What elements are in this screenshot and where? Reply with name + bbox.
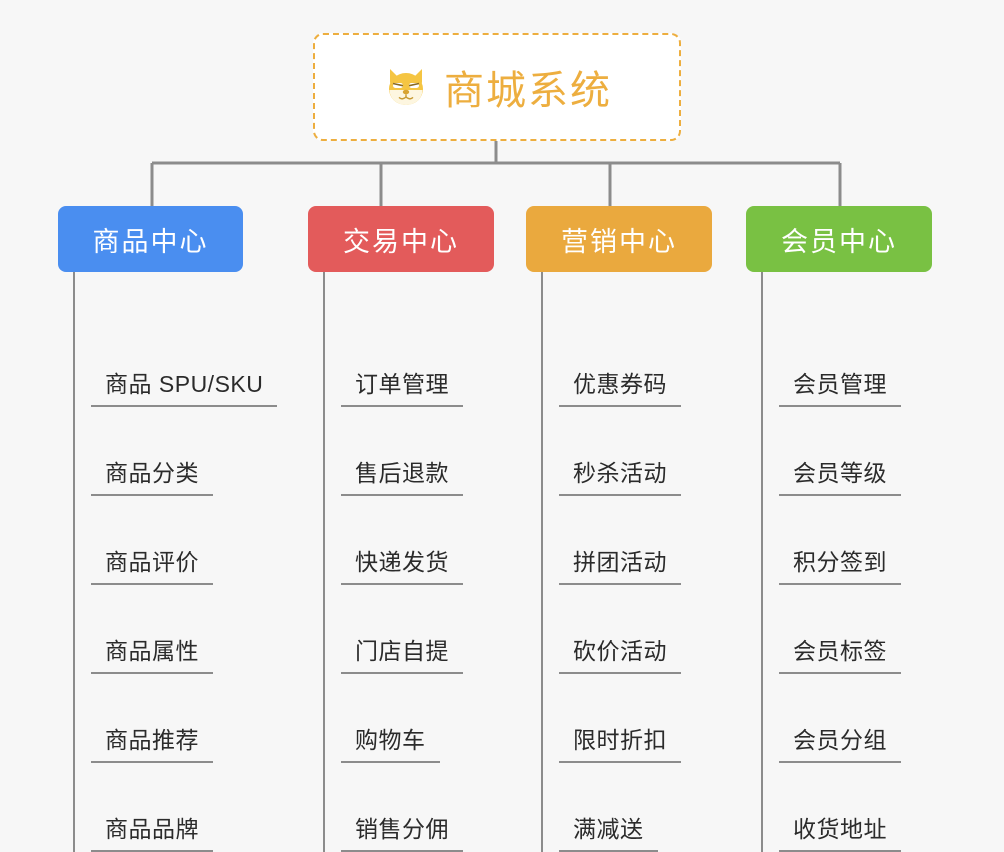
list-item[interactable]: 积分签到 xyxy=(761,496,932,585)
list-item[interactable]: 收货地址 xyxy=(761,763,932,852)
list-item-label: 会员管理 xyxy=(779,365,901,407)
list-item-label: 会员等级 xyxy=(779,454,901,496)
root-node[interactable]: 商城系统 xyxy=(313,33,681,141)
list-item[interactable]: 满减送 xyxy=(541,763,712,852)
list-item-label: 优惠券码 xyxy=(559,365,681,407)
list-item-label: 满减送 xyxy=(559,810,658,852)
branch-column-product-center: 商品中心 商品 SPU/SKU 商品分类 商品评价 商品属性 商品推荐 商品品牌 xyxy=(58,206,288,852)
list-item[interactable]: 会员等级 xyxy=(761,407,932,496)
list-item[interactable]: 会员分组 xyxy=(761,674,932,763)
list-item[interactable]: 限时折扣 xyxy=(541,674,712,763)
dog-face-emoji-icon xyxy=(382,63,430,111)
list-item[interactable]: 会员标签 xyxy=(761,585,932,674)
list-item-label: 限时折扣 xyxy=(559,721,681,763)
list-item-label: 商品属性 xyxy=(91,632,213,674)
branch-header-label: 交易中心 xyxy=(343,226,459,257)
branch-item-list: 优惠券码 秒杀活动 拼团活动 砍价活动 限时折扣 满减送 xyxy=(526,272,712,852)
list-item-label: 商品推荐 xyxy=(91,721,213,763)
branch-header-marketing-center[interactable]: 营销中心 xyxy=(526,206,712,272)
branch-column-trade-center: 交易中心 订单管理 售后退款 快递发货 门店自提 购物车 销售分佣 xyxy=(308,206,494,852)
list-item[interactable]: 商品推荐 xyxy=(73,674,288,763)
list-item-label: 拼团活动 xyxy=(559,543,681,585)
list-item[interactable]: 拼团活动 xyxy=(541,496,712,585)
root-title: 商城系统 xyxy=(444,69,612,113)
list-item-label: 快递发货 xyxy=(341,543,463,585)
list-item-label: 秒杀活动 xyxy=(559,454,681,496)
list-item-label: 会员标签 xyxy=(779,632,901,674)
branch-header-product-center[interactable]: 商品中心 xyxy=(58,206,243,272)
list-item[interactable]: 购物车 xyxy=(323,674,494,763)
branch-item-list: 会员管理 会员等级 积分签到 会员标签 会员分组 收货地址 xyxy=(746,272,932,852)
list-item-label: 商品评价 xyxy=(91,543,213,585)
branch-header-member-center[interactable]: 会员中心 xyxy=(746,206,932,272)
branch-header-label: 会员中心 xyxy=(781,226,897,257)
branch-item-list: 订单管理 售后退款 快递发货 门店自提 购物车 销售分佣 xyxy=(308,272,494,852)
list-item[interactable]: 商品分类 xyxy=(73,407,288,496)
branch-header-label: 营销中心 xyxy=(561,226,677,257)
list-item-label: 积分签到 xyxy=(779,543,901,585)
list-item[interactable]: 商品 SPU/SKU xyxy=(73,318,288,407)
list-item-label: 砍价活动 xyxy=(559,632,681,674)
list-item-label: 商品 SPU/SKU xyxy=(91,365,278,407)
list-item[interactable]: 秒杀活动 xyxy=(541,407,712,496)
list-item-label: 销售分佣 xyxy=(341,810,463,852)
list-item[interactable]: 优惠券码 xyxy=(541,318,712,407)
list-item[interactable]: 会员管理 xyxy=(761,318,932,407)
list-item[interactable]: 售后退款 xyxy=(323,407,494,496)
list-item[interactable]: 砍价活动 xyxy=(541,585,712,674)
list-item-label: 购物车 xyxy=(341,721,440,763)
list-item[interactable]: 订单管理 xyxy=(323,318,494,407)
list-item[interactable]: 快递发货 xyxy=(323,496,494,585)
list-item-label: 订单管理 xyxy=(341,365,463,407)
list-item-label: 商品分类 xyxy=(91,454,213,496)
list-item[interactable]: 商品属性 xyxy=(73,585,288,674)
list-item-label: 门店自提 xyxy=(341,632,463,674)
list-item-label: 商品品牌 xyxy=(91,810,213,852)
list-item[interactable]: 销售分佣 xyxy=(323,763,494,852)
list-item[interactable]: 商品品牌 xyxy=(73,763,288,852)
branch-column-member-center: 会员中心 会员管理 会员等级 积分签到 会员标签 会员分组 收货地址 xyxy=(746,206,932,852)
list-item[interactable]: 门店自提 xyxy=(323,585,494,674)
list-item-label: 售后退款 xyxy=(341,454,463,496)
list-item-label: 收货地址 xyxy=(779,810,901,852)
list-item[interactable]: 商品评价 xyxy=(73,496,288,585)
list-item-label: 会员分组 xyxy=(779,721,901,763)
branch-header-label: 商品中心 xyxy=(92,226,209,257)
branch-header-trade-center[interactable]: 交易中心 xyxy=(308,206,494,272)
branch-item-list: 商品 SPU/SKU 商品分类 商品评价 商品属性 商品推荐 商品品牌 xyxy=(58,272,288,852)
branch-column-marketing-center: 营销中心 优惠券码 秒杀活动 拼团活动 砍价活动 限时折扣 满减送 xyxy=(526,206,712,852)
